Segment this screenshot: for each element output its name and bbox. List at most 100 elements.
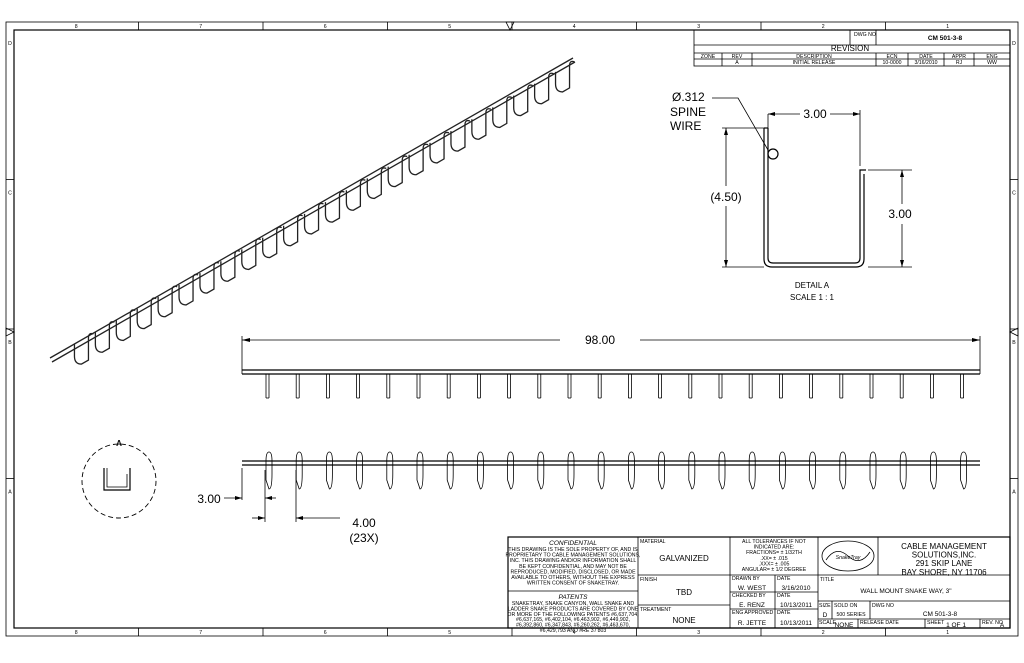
front-view: 98.00 [241,333,981,399]
iso-hook [73,332,94,365]
title-label: TITLE [820,577,835,583]
revision-column-header: ZONE [701,54,716,60]
revision-column-header: DATE [919,54,933,60]
iso-hook [303,202,324,235]
detail-width: 3.00 [803,107,827,121]
zone-column-top: 3 [697,24,700,30]
revision-column-header: REV [732,54,743,60]
drawn-date: 3/16/2010 [782,585,811,592]
conf-line: WRITTEN CONSENT OF SNAKETRAY. [527,581,619,587]
top-hook [356,451,363,490]
engineering-by: R. JETTE [738,620,767,627]
snaketray-logo: SnakeTray [821,540,875,572]
zone-column-top: 1 [946,24,949,30]
top-hook [416,451,424,490]
detail-diameter: Ø.312 [672,90,705,104]
sheet-value: 1 OF 1 [946,622,966,629]
conf-line: REPRODUCED, MODIFIED, DISCLOSED, OR MADE [510,569,636,575]
pitch-count: (23X) [349,531,378,545]
pat-line: SNAKETRAY, SNAKE CANYON, WALL SNAKE AND [512,601,634,607]
iso-hook [94,321,115,353]
checked-date-label: DATE [777,593,791,599]
sold-on-value: 500 SERIES [836,612,866,618]
conf-line: BE KEPT CONFIDENTIAL, AND MAY NOT BE [519,564,627,570]
iso-hook [408,143,429,176]
isometric-view [49,57,576,365]
conf-line: THIS DRAWING IS THE SOLE PROPERTY OF, AN… [508,547,638,553]
iso-hook [324,190,345,223]
zone-column-bottom: 3 [697,630,700,636]
checked-by: E. RENZ [739,602,765,609]
material-label: MATERIAL [640,539,666,545]
iso-hook [492,96,513,129]
dwg-no-value: CM 501-3-8 [923,611,958,618]
revision-dwg-label: DWG NO [854,32,876,38]
detail-spine-line2: WIRE [670,119,701,133]
revision-column-header: ENG [986,54,997,60]
sheet-label: SHEET [927,620,945,626]
zone-column-bottom: 6 [324,630,327,636]
revision-column-header: APPR [952,54,966,60]
scale-label: SCALE [819,620,837,626]
revision-dwg-no: CM 501-3-8 [928,35,963,42]
checked-by-label: CHECKED BY [732,593,766,599]
top-hook [567,451,575,490]
revision-column-header: ECN [887,54,898,60]
iso-hook [554,60,575,93]
top-hook [718,451,726,490]
detail-title: DETAIL A [795,281,830,290]
rev-label: REV. NO [982,620,1003,626]
conf-line: INC. THIS DRAWING AND/OR INFORMATION SHA… [510,558,637,564]
detail-callout: A [81,439,157,519]
tol-line: ANGULAR= ± 1/2 DEGREE [742,567,807,573]
iso-hook [513,84,533,117]
pat-line: LADDER SNAKE PRODUCTS ARE COVERED BY ONE [508,606,639,612]
size-label: SIZE [819,603,831,609]
revision-cell: A [735,60,739,66]
top-hook [809,451,816,490]
finish-label: FINISH [640,577,657,583]
top-hook [779,451,786,490]
drawn-by-label: DRAWN BY [732,576,760,582]
company-line: 291 SKIP LANE [916,559,973,568]
detail-short-leg: 3.00 [888,207,912,221]
eng-date-label: DATE [777,610,791,616]
tol-line: .XXX= ± .005 [759,561,790,567]
iso-hook [366,167,387,200]
revision-cell: INITIAL RELEASE [793,60,836,66]
revision-header: REVISION [831,44,869,53]
zone-row-right: A [1012,489,1016,495]
zone-column-top: 5 [448,24,451,30]
zone-row-right: D [1012,41,1016,47]
zone-row-right: C [1012,190,1016,196]
release-label: RELEASE DATE [860,620,899,626]
iso-hook [450,119,471,152]
pat-line: #6,392,860, #6,347,843, #6,260,262, #6,4… [516,623,630,629]
detail-spine-line1: SPINE [670,105,706,119]
detail-scale: SCALE 1 : 1 [790,293,835,302]
top-hook [839,451,847,490]
zone-row-left: C [8,190,12,196]
top-hook [446,451,454,490]
top-hook [930,451,937,490]
iso-hook [471,108,492,140]
zone-row-left: A [8,489,12,495]
size-value: D [823,612,828,619]
zone-column-top: 6 [324,24,327,30]
pat-line: #6,637,165, #6,402,104, #6,463,902, #6,4… [516,617,630,623]
top-hook [326,451,333,490]
iso-hook [220,250,241,282]
zone-row-left: D [8,41,12,47]
zone-column-top: 8 [75,24,78,30]
conf-line: AVAILABLE TO OTHERS, WITHOUT THE EXPRESS [511,575,635,581]
svg-text:SnakeTray: SnakeTray [836,555,861,561]
detail-callout-label: A [116,439,122,448]
drawn-date-label: DATE [777,576,791,582]
sold-on-label: SOLD ON [834,603,858,609]
iso-hook [157,285,178,318]
iso-hook [429,131,450,164]
top-hook [748,451,756,490]
zone-column-bottom: 4 [573,630,576,636]
